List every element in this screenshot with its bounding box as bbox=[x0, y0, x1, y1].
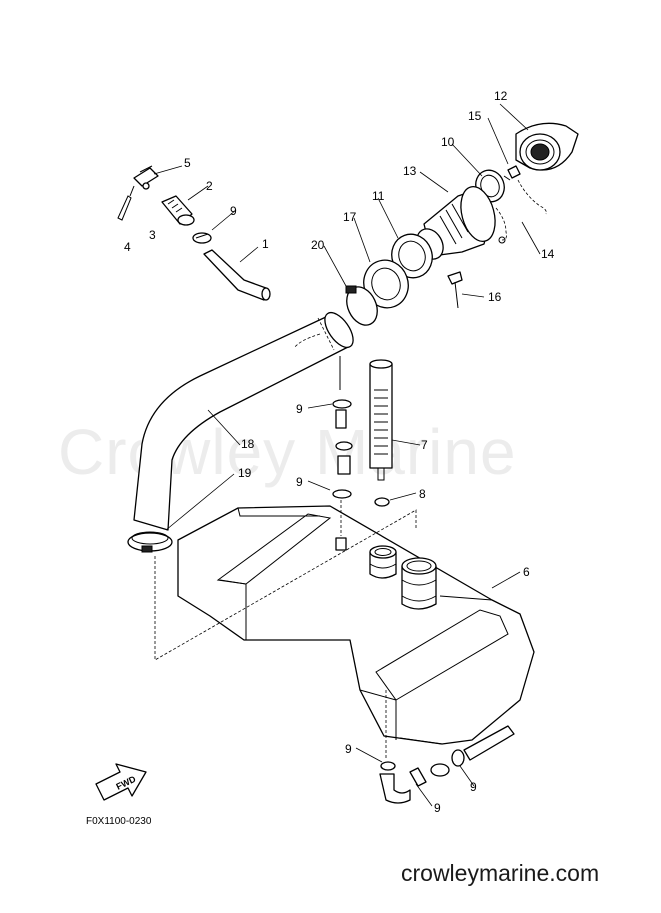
filler-hose bbox=[133, 311, 354, 531]
callout-8: 8 bbox=[419, 487, 426, 501]
check-valve-assembly bbox=[117, 165, 159, 221]
callout-14: 14 bbox=[541, 247, 555, 261]
drain-assembly bbox=[379, 725, 515, 804]
fuel-tank bbox=[177, 505, 535, 745]
callout-9c: 9 bbox=[296, 475, 303, 489]
fuel-line-fittings bbox=[332, 356, 353, 551]
filler-cap bbox=[515, 122, 579, 171]
fuel-strainer bbox=[369, 359, 393, 481]
grommet bbox=[374, 497, 390, 507]
callout-5: 5 bbox=[184, 156, 191, 170]
mounting-bolt bbox=[447, 271, 463, 309]
callout-6: 6 bbox=[523, 565, 530, 579]
callout-19: 19 bbox=[238, 466, 252, 480]
callout-10: 10 bbox=[441, 135, 455, 149]
vent-fitting bbox=[161, 195, 195, 226]
callout-9b: 9 bbox=[296, 402, 303, 416]
cap-screw bbox=[503, 165, 521, 181]
callout-15: 15 bbox=[468, 109, 482, 123]
callout-4: 4 bbox=[124, 240, 131, 254]
callouts: 1 2 3 4 5 6 7 8 9 9 9 9 9 9 10 11 12 13 … bbox=[124, 89, 555, 815]
filler-neck-body bbox=[416, 185, 496, 260]
cap-chain bbox=[495, 179, 547, 244]
callout-2: 2 bbox=[206, 179, 213, 193]
callout-17: 17 bbox=[343, 210, 357, 224]
callout-1: 1 bbox=[262, 237, 269, 251]
tank-vent-neck bbox=[369, 545, 397, 579]
callout-3: 3 bbox=[149, 228, 156, 242]
hose-clamp-20 bbox=[345, 285, 378, 326]
watermark-text: Crowley Marine bbox=[58, 416, 517, 488]
callout-20: 20 bbox=[311, 238, 325, 252]
callout-18: 18 bbox=[241, 437, 255, 451]
figure-code: F0X1100-0230 bbox=[86, 816, 152, 827]
leader-lines bbox=[153, 103, 541, 807]
callout-9d: 9 bbox=[345, 742, 352, 756]
fwd-arrow-icon: FWD bbox=[95, 763, 147, 801]
callout-11: 11 bbox=[372, 189, 385, 203]
hose-clamp bbox=[127, 531, 173, 553]
callout-16: 16 bbox=[488, 290, 502, 304]
callout-9f: 9 bbox=[470, 780, 477, 794]
callout-9a: 9 bbox=[230, 204, 237, 218]
callout-12: 12 bbox=[494, 89, 508, 103]
callout-13: 13 bbox=[403, 164, 417, 178]
vent-hose bbox=[203, 249, 271, 301]
site-brand: crowleymarine.com bbox=[401, 860, 599, 886]
tank-filler-neck bbox=[401, 557, 437, 610]
callout-9e: 9 bbox=[434, 801, 441, 815]
clip-9-top bbox=[192, 232, 212, 244]
callout-7: 7 bbox=[421, 438, 428, 452]
